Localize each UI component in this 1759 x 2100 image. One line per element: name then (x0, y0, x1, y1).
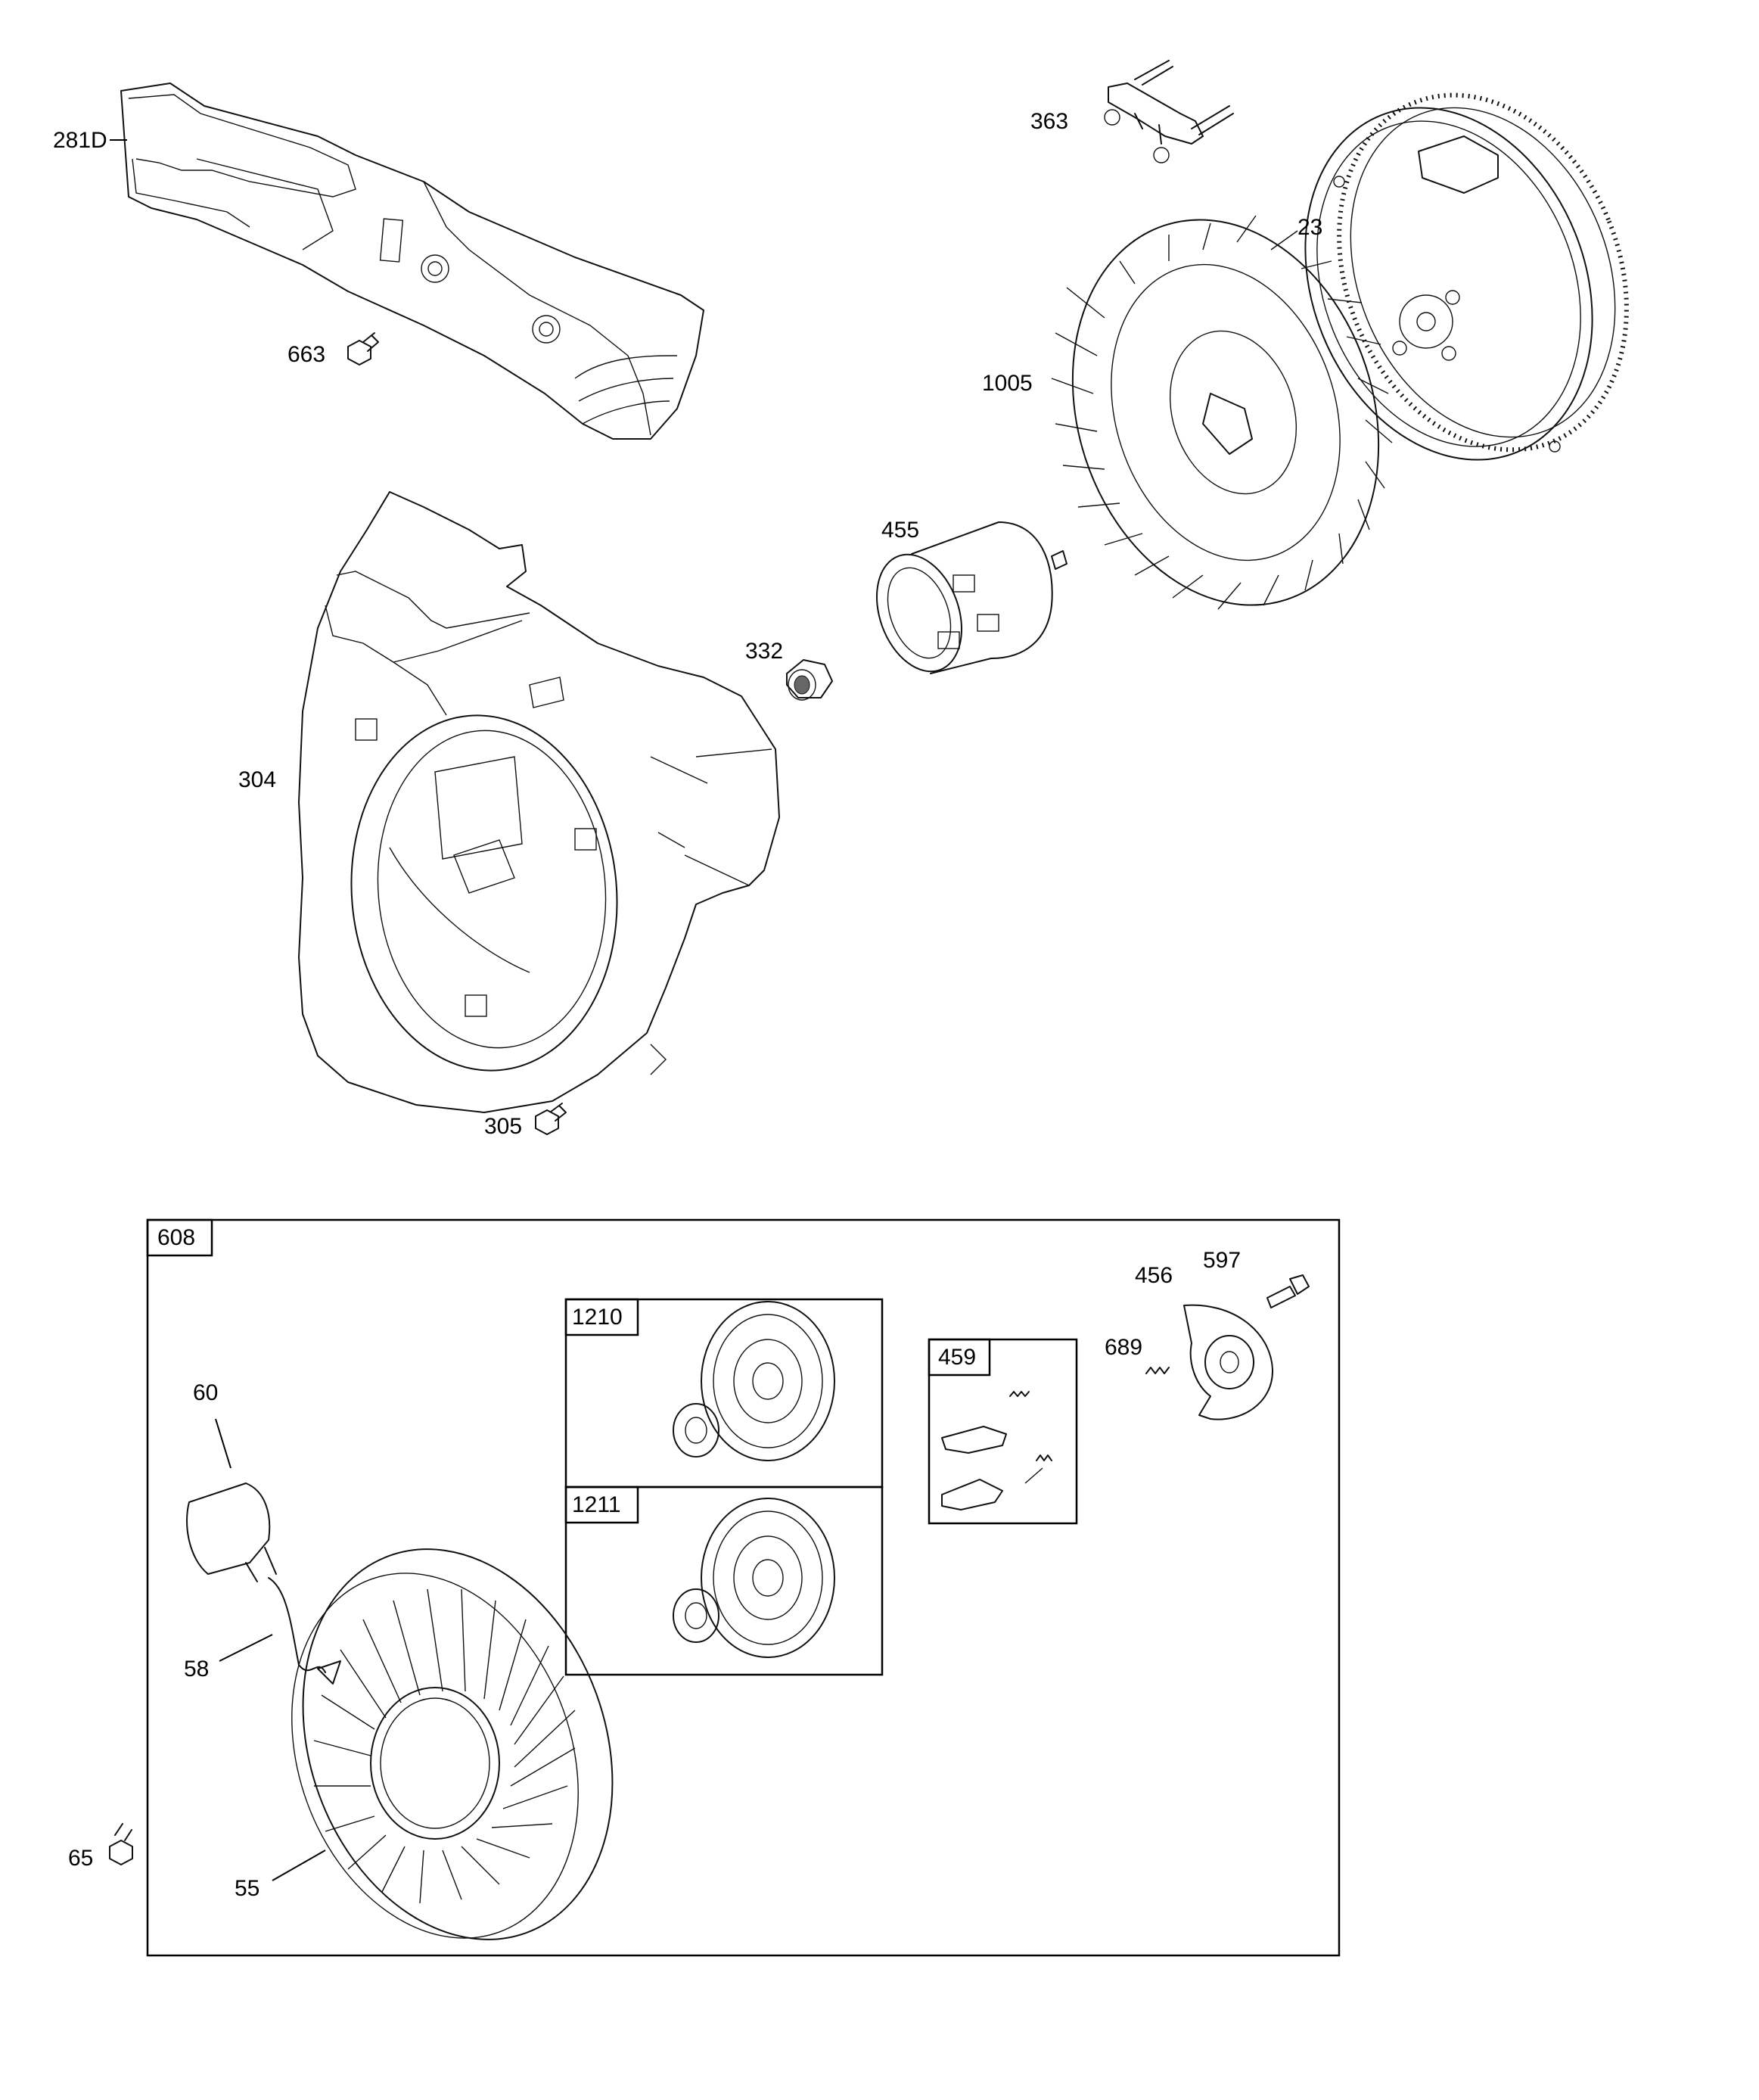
label-304: 304 (238, 767, 276, 792)
label-23: 23 (1297, 215, 1322, 240)
group-box-459 (928, 1338, 1078, 1525)
group-tag-1210 (564, 1298, 639, 1336)
group-tag-459 (928, 1338, 991, 1377)
rewind-starter-icon (291, 1548, 614, 1940)
group-tag-608 (146, 1218, 213, 1257)
group-box-1211 (564, 1486, 884, 1676)
pulley-icon (673, 1498, 835, 1658)
leader-58 (219, 1634, 273, 1662)
bolt-icon (109, 1823, 133, 1865)
group-box-608 (146, 1218, 1341, 1957)
spring-icon (1145, 1367, 1170, 1374)
spring-icon (941, 1391, 1052, 1510)
nut-icon (786, 659, 833, 701)
label-1005: 1005 (982, 371, 1033, 396)
label-455: 455 (881, 518, 919, 543)
label-305: 305 (484, 1114, 522, 1139)
label-456: 456 (1135, 1263, 1173, 1288)
label-60: 60 (193, 1380, 218, 1405)
label-689: 689 (1105, 1335, 1142, 1360)
label-363: 363 (1030, 109, 1068, 134)
label-55: 55 (235, 1876, 259, 1901)
flywheel-icon (1304, 92, 1629, 461)
handle-icon (186, 1482, 326, 1673)
pulley-icon (1183, 1304, 1274, 1420)
pulley-icon (673, 1301, 835, 1461)
label-58: 58 (184, 1657, 209, 1682)
label-459: 459 (938, 1345, 976, 1370)
blower-housing-icon (298, 491, 780, 1113)
label-1210: 1210 (572, 1305, 623, 1330)
bolt-icon (347, 332, 379, 366)
label-1211: 1211 (572, 1492, 621, 1517)
bolt-icon (1104, 60, 1234, 163)
label-281D: 281D (53, 128, 107, 153)
bracket-icon (120, 82, 704, 440)
label-663: 663 (287, 342, 325, 367)
bolt-icon (1266, 1274, 1310, 1308)
bolt-icon (535, 1103, 567, 1135)
fan-icon (1051, 215, 1393, 610)
label-608: 608 (157, 1225, 195, 1250)
group-tag-1211 (564, 1486, 639, 1524)
label-332: 332 (745, 639, 783, 664)
starter-cup-icon (875, 521, 1068, 674)
label-597: 597 (1203, 1248, 1241, 1273)
label-65: 65 (68, 1846, 93, 1871)
leader-55 (272, 1850, 326, 1881)
leader-60 (215, 1418, 232, 1469)
